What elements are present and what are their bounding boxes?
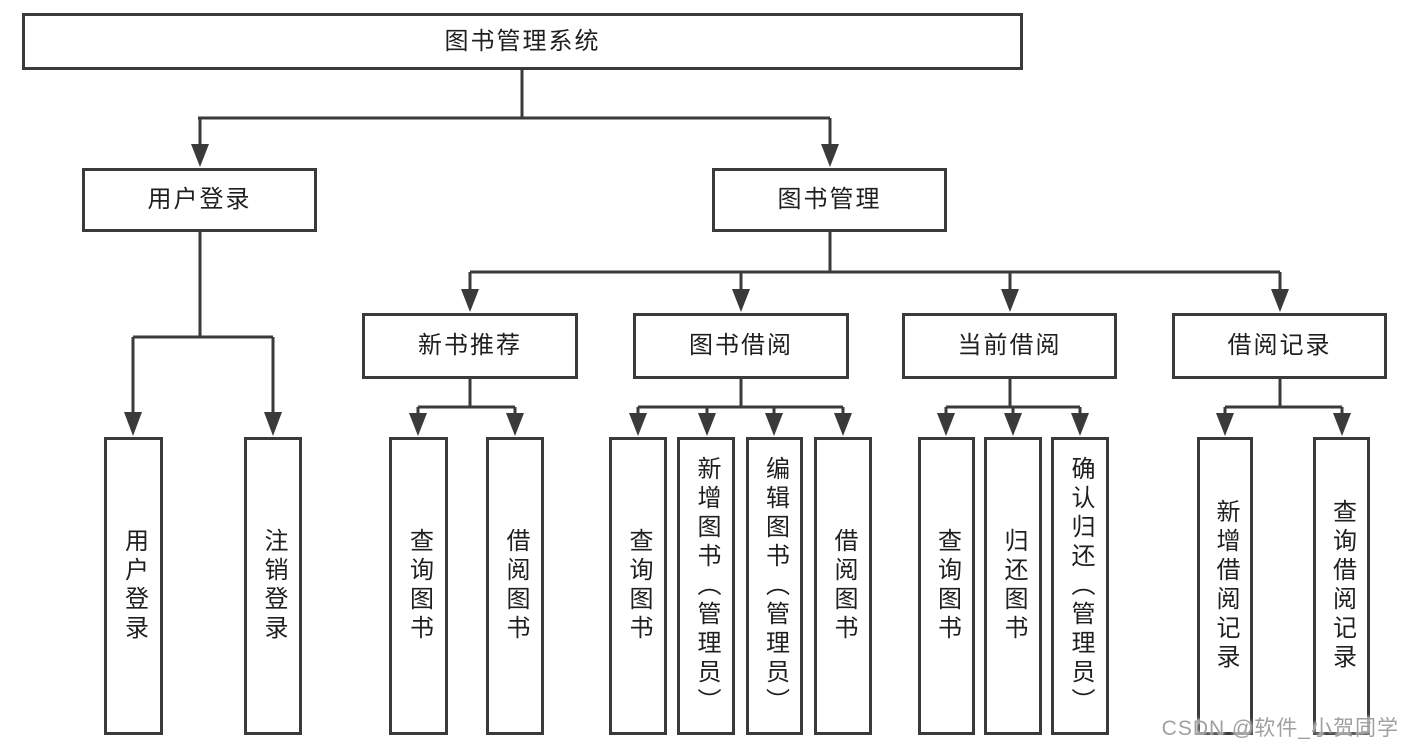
- node-label: 图书管理系统: [444, 27, 601, 55]
- leaf-borrow-books-recommend: 借阅图书: [486, 437, 544, 735]
- arrow-down-icon: [461, 289, 479, 312]
- leaf-query-books-recommend: 查询图书: [389, 437, 448, 735]
- node-current-borrowing: 当前借阅: [902, 313, 1117, 379]
- leaf-label: 查询借阅记录: [1328, 499, 1356, 673]
- leaf-return-books: 归还图书: [984, 437, 1042, 735]
- leaf-user-login: 用户登录: [104, 437, 163, 735]
- connector-line: [416, 379, 517, 414]
- connector-current-borrowing-to-leaves: [937, 379, 1089, 436]
- leaf-confirm-return-admin: 确认归还（管理员）: [1051, 437, 1109, 735]
- node-book-management: 图书管理: [712, 168, 947, 232]
- connector-line: [944, 379, 1082, 414]
- connector-book-borrowing-to-leaves: [629, 379, 852, 436]
- arrow-down-icon: [191, 144, 209, 167]
- connector-line: [468, 232, 1282, 290]
- leaf-label: 查询图书: [625, 528, 652, 644]
- node-label: 新书推荐: [418, 332, 522, 359]
- arrow-down-icon: [1004, 413, 1022, 436]
- leaf-borrow-books: 借阅图书: [814, 437, 872, 735]
- leaf-label: 借阅图书: [502, 528, 529, 644]
- node-borrowing-records: 借阅记录: [1172, 313, 1387, 379]
- leaf-label: 用户登录: [120, 528, 148, 644]
- arrow-down-icon: [264, 412, 282, 436]
- leaf-query-books-borrowing: 查询图书: [609, 437, 667, 735]
- leaf-label: 注销登录: [260, 528, 287, 644]
- node-book-borrowing: 图书借阅: [633, 313, 849, 379]
- leaf-add-book-admin: 新增图书（管理员）: [677, 437, 735, 735]
- connector-root-to-level2: [191, 70, 839, 167]
- leaf-label: 借阅图书: [830, 528, 857, 644]
- node-user-login: 用户登录: [82, 168, 317, 232]
- connector-line: [198, 70, 832, 146]
- node-label: 图书管理: [777, 186, 882, 213]
- leaf-label: 新增借阅记录: [1212, 499, 1239, 673]
- leaf-label: 确认归还（管理员）: [1067, 455, 1094, 717]
- node-label: 借阅记录: [1227, 332, 1332, 359]
- arrow-down-icon: [1001, 289, 1019, 312]
- leaf-label: 编辑图书（管理员）: [761, 455, 789, 717]
- leaf-query-books-current: 查询图书: [918, 437, 975, 735]
- arrow-down-icon: [1333, 413, 1351, 436]
- node-label: 用户登录: [147, 186, 252, 213]
- connector-line: [636, 379, 845, 414]
- connector-user-login-to-leaves: [124, 232, 282, 436]
- node-label: 图书借阅: [689, 332, 793, 359]
- arrow-down-icon: [409, 413, 427, 436]
- leaf-label: 查询图书: [933, 528, 961, 644]
- connector-new-book-recommend-to-leaves: [409, 379, 524, 436]
- connector-line: [1223, 379, 1344, 414]
- leaf-logout: 注销登录: [244, 437, 302, 735]
- leaf-label: 新增图书（管理员）: [693, 455, 720, 717]
- arrow-down-icon: [629, 413, 647, 436]
- leaf-query-borrow-record: 查询借阅记录: [1313, 437, 1370, 735]
- connector-book-management-to-level3: [461, 232, 1289, 312]
- connector-borrowing-records-to-leaves: [1216, 379, 1351, 436]
- node-new-book-recommend: 新书推荐: [362, 313, 578, 379]
- arrow-down-icon: [698, 413, 716, 436]
- arrow-down-icon: [765, 413, 783, 436]
- leaf-add-borrow-record: 新增借阅记录: [1197, 437, 1253, 735]
- arrow-down-icon: [834, 413, 852, 436]
- arrow-down-icon: [937, 413, 955, 436]
- arrow-down-icon: [1071, 413, 1089, 436]
- node-root-system: 图书管理系统: [22, 13, 1023, 70]
- arrow-down-icon: [124, 412, 142, 436]
- arrow-down-icon: [1271, 289, 1289, 312]
- node-label: 当前借阅: [957, 332, 1062, 359]
- arrow-down-icon: [732, 289, 750, 312]
- arrow-down-icon: [506, 413, 524, 436]
- connector-line: [131, 232, 275, 414]
- leaf-edit-book-admin: 编辑图书（管理员）: [746, 437, 803, 735]
- leaf-label: 查询图书: [405, 528, 433, 644]
- arrow-down-icon: [821, 144, 839, 167]
- watermark: CSDN @软件_小贺同学: [1161, 717, 1399, 740]
- arrow-down-icon: [1216, 413, 1234, 436]
- leaf-label: 归还图书: [1000, 528, 1027, 644]
